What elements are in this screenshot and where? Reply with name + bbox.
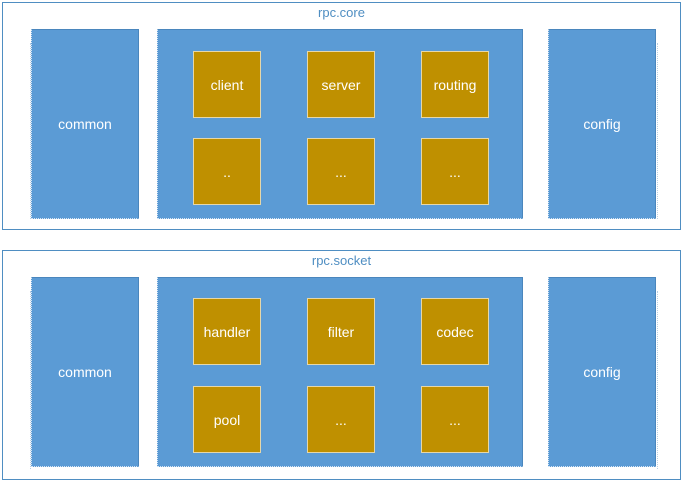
config-label: config — [583, 116, 621, 132]
common-label: common — [58, 364, 112, 380]
socket-modules-box: handler filter codec pool ... ... — [157, 277, 523, 467]
config-box: config — [548, 277, 656, 467]
config-box: config — [548, 29, 656, 219]
module-codec: codec — [421, 298, 489, 365]
module-placeholder: ... — [307, 138, 375, 205]
divider — [30, 291, 31, 469]
common-box: common — [31, 29, 139, 219]
divider — [657, 43, 658, 219]
module-filter: filter — [307, 298, 375, 365]
module-client: client — [193, 51, 261, 118]
common-box: common — [31, 277, 139, 467]
module-routing: routing — [421, 51, 489, 118]
module-server: server — [307, 51, 375, 118]
common-label: common — [58, 116, 112, 132]
module-placeholder: ... — [421, 386, 489, 453]
module-placeholder: .. — [193, 138, 261, 205]
package-rpc-socket: rpc.socket common handler filter codec p… — [2, 250, 681, 480]
package-title: rpc.socket — [311, 253, 372, 268]
divider — [30, 43, 31, 219]
module-handler: handler — [193, 298, 261, 365]
config-label: config — [583, 364, 621, 380]
package-rpc-core: rpc.core common client server routing ..… — [2, 2, 681, 230]
package-title: rpc.core — [318, 5, 365, 20]
module-placeholder: ... — [421, 138, 489, 205]
divider — [657, 291, 658, 469]
module-placeholder: ... — [307, 386, 375, 453]
module-pool: pool — [193, 386, 261, 453]
core-modules-box: client server routing .. ... ... — [157, 29, 523, 219]
